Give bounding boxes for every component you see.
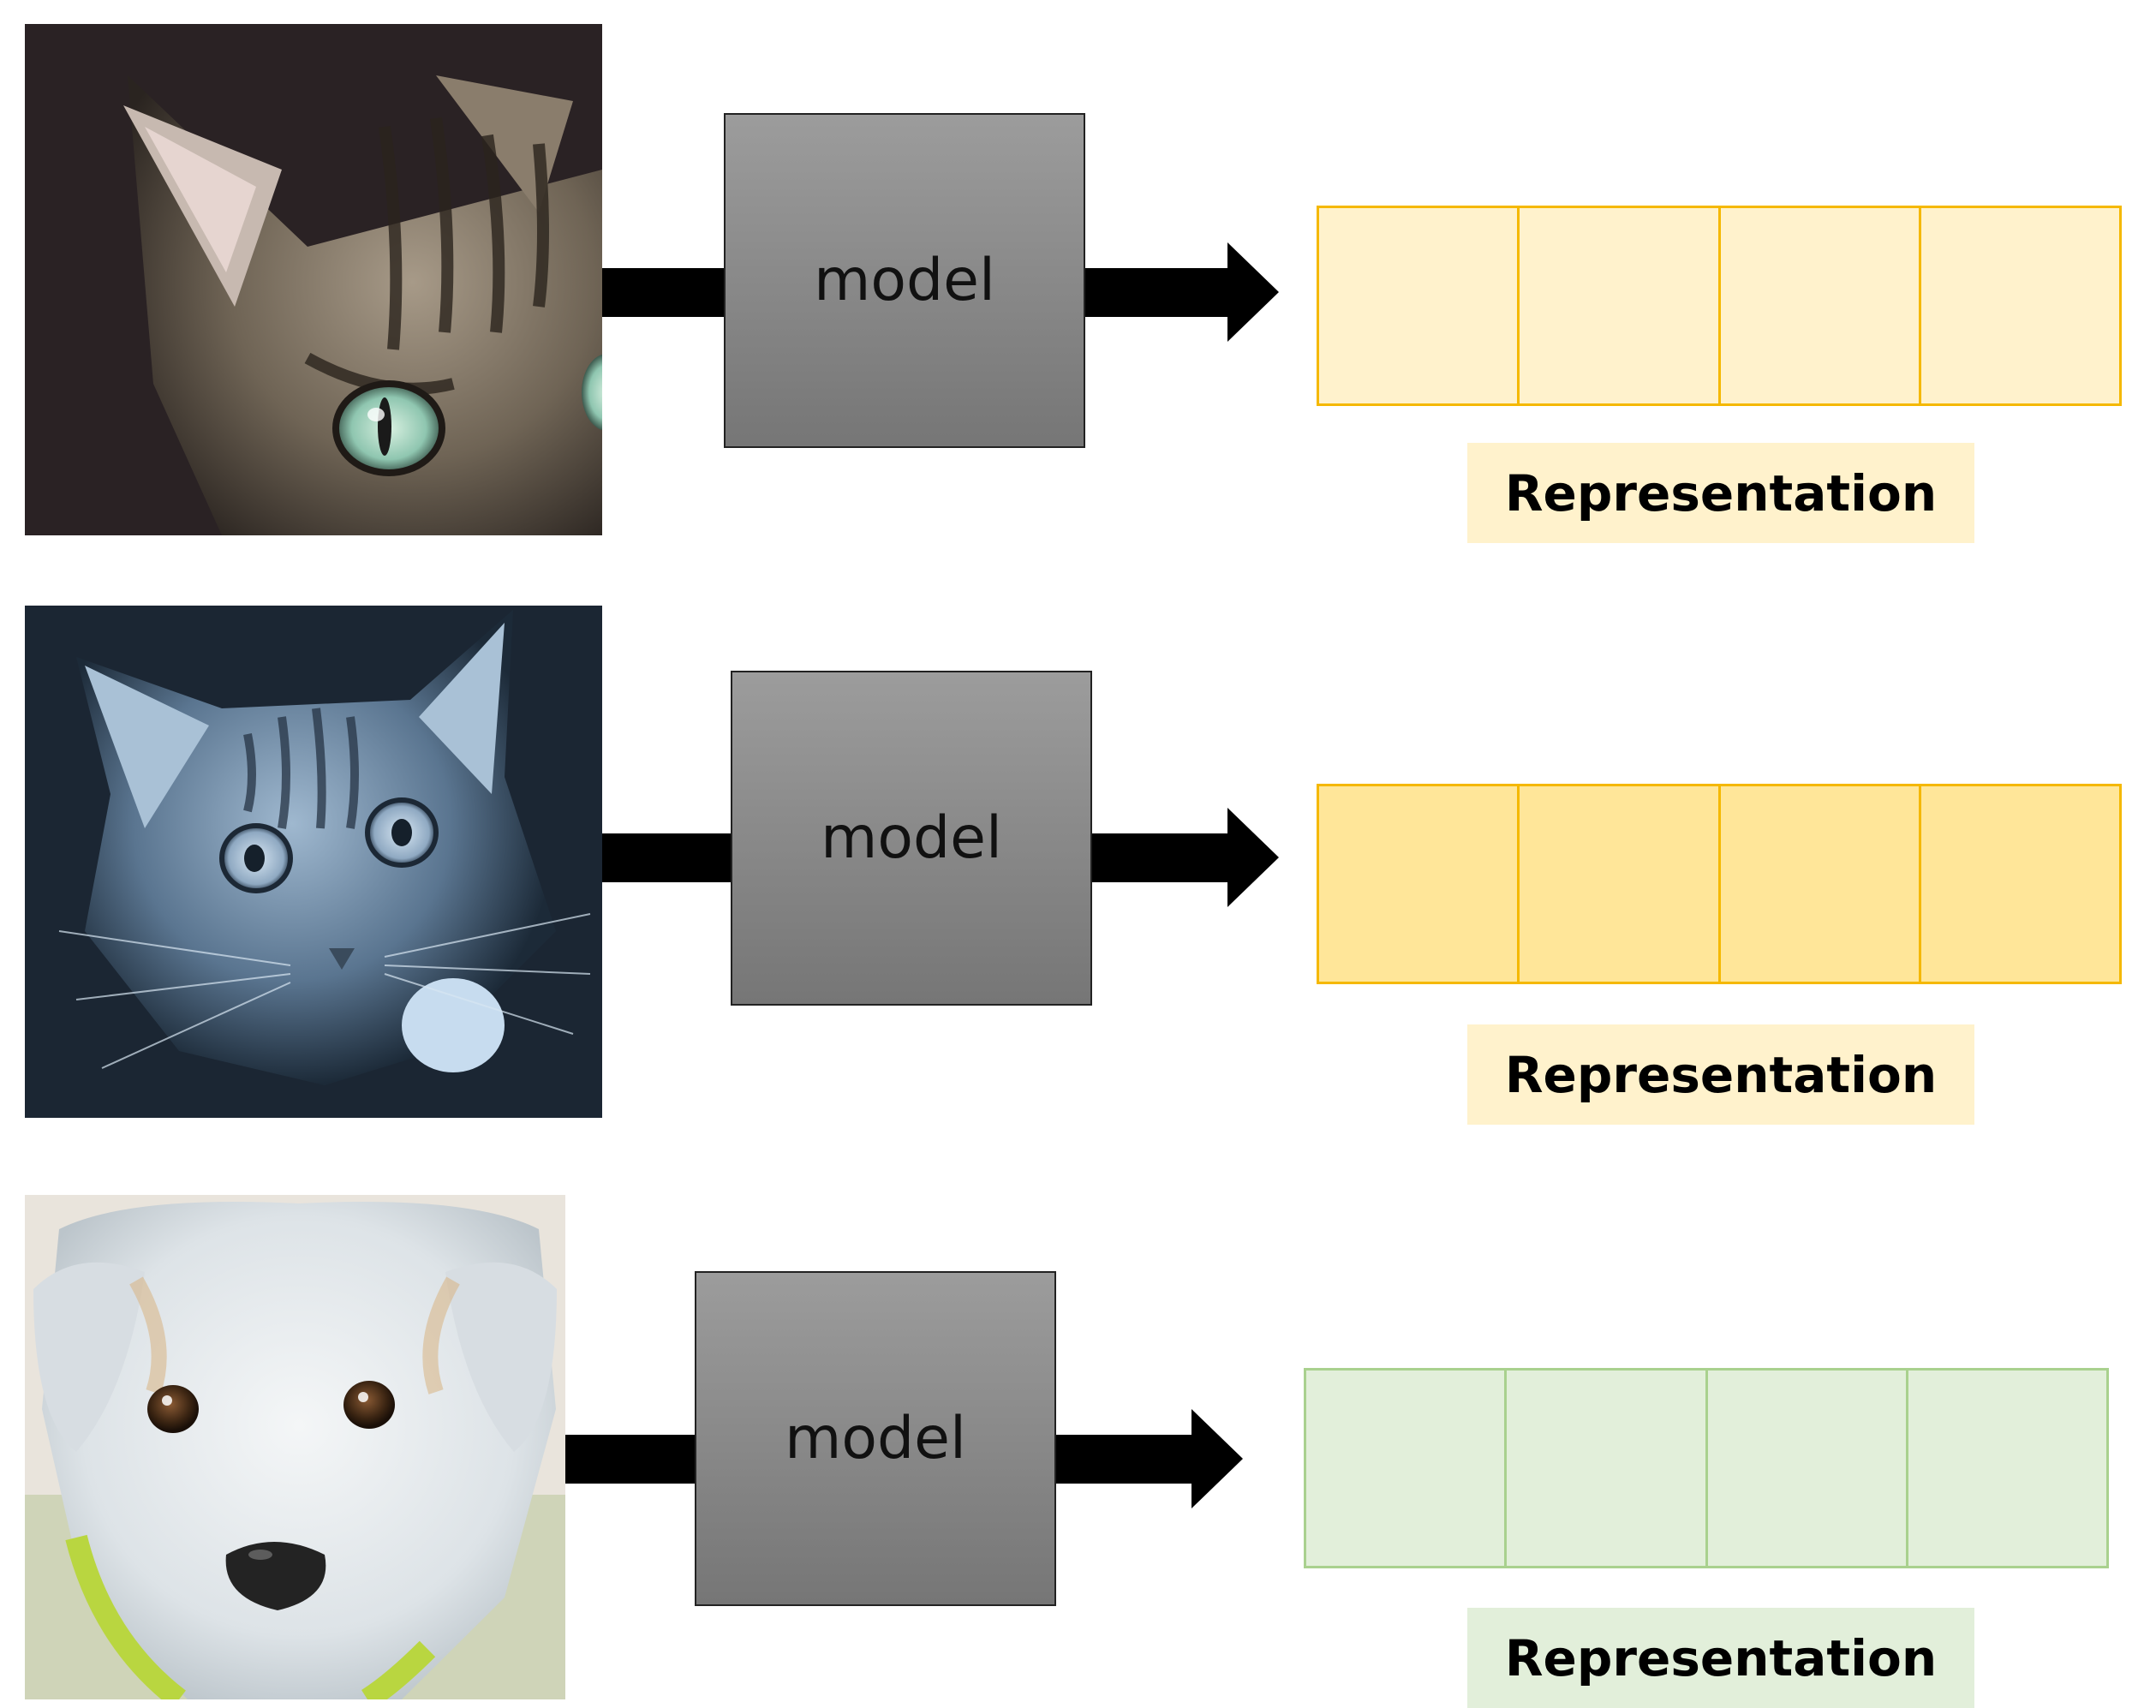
vector-cell [1908, 1371, 2106, 1566]
output-arrow-shaft [1085, 268, 1229, 317]
vector-cell [1520, 786, 1721, 982]
representation-vector [1304, 1368, 2109, 1568]
model-box: model [731, 671, 1092, 1006]
vector-cell [1708, 1371, 1908, 1566]
representation-vector [1317, 206, 2122, 406]
representation-label: Representation [1467, 1024, 1974, 1125]
output-arrow-head [1227, 242, 1279, 342]
representation-label-text: Representation [1504, 1628, 1938, 1687]
output-arrow-shaft [1056, 1435, 1193, 1484]
model-label: model [785, 1405, 966, 1472]
model-box: model [695, 1271, 1056, 1606]
output-arrow-shaft [1092, 833, 1229, 882]
model-label: model [821, 804, 1002, 872]
representation-label: Representation [1467, 1608, 1974, 1708]
vector-cell [1921, 208, 2119, 403]
vector-cell [1721, 208, 1921, 403]
vector-cell [1721, 786, 1921, 982]
representation-label: Representation [1467, 443, 1974, 543]
input-arrow-shaft [602, 833, 732, 882]
model-label: model [814, 247, 995, 314]
output-arrow-head [1191, 1409, 1243, 1508]
output-arrow-head [1227, 808, 1279, 907]
representation-label-text: Representation [1504, 463, 1938, 523]
input-arrow-shaft [565, 1435, 696, 1484]
representation-label-text: Representation [1504, 1045, 1938, 1104]
vector-cell [1319, 786, 1520, 982]
model-box: model [724, 113, 1085, 448]
input-arrow-shaft [602, 268, 726, 317]
cat-blue-image [25, 606, 602, 1118]
representation-vector [1317, 784, 2122, 984]
vector-cell [1306, 1371, 1508, 1566]
vector-cell [1921, 786, 2119, 982]
puppy-image [25, 1195, 565, 1699]
cat-closeup-image [25, 24, 602, 535]
vector-cell [1507, 1371, 1708, 1566]
vector-cell [1319, 208, 1520, 403]
vector-cell [1520, 208, 1721, 403]
